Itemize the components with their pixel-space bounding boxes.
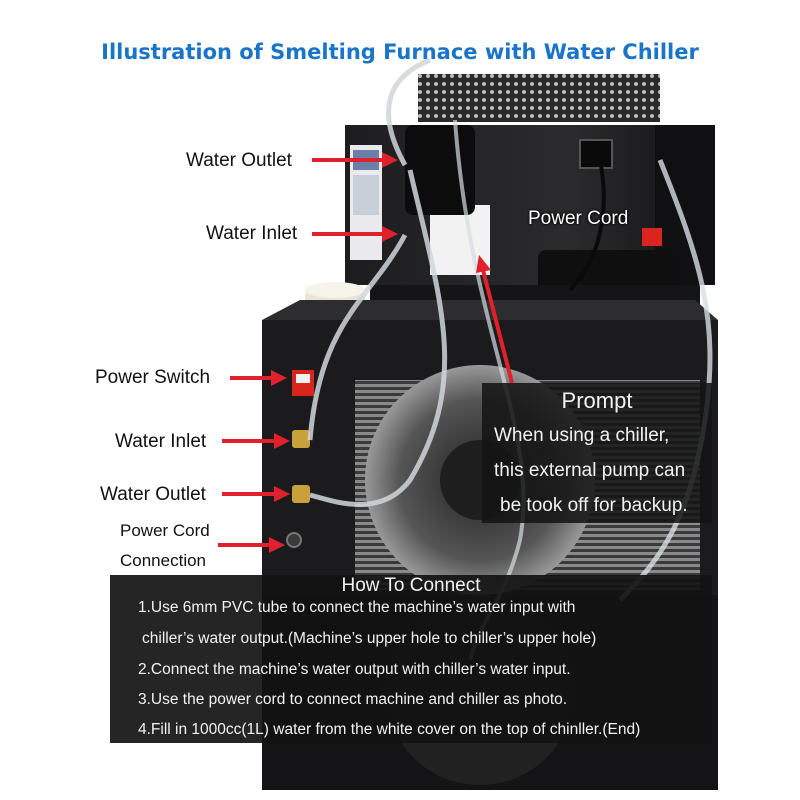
how-to-connect-box: How To Connect 1.Use 6mm PVC tube to con… [110, 575, 712, 743]
how-to-step-1-cont: chiller’s water output.(Machine’s upper … [142, 630, 597, 647]
furnace-body [345, 125, 715, 315]
label-lower-water-outlet: Water Outlet [100, 484, 206, 505]
arrow-lower-water-inlet [222, 433, 290, 449]
label-power-cord: Power Cord [528, 208, 629, 229]
how-to-step-1: 1.Use 6mm PVC tube to connect the machin… [138, 599, 576, 616]
how-to-step-2: 2.Connect the machine’s water output wit… [138, 661, 571, 678]
callout-arrows [218, 152, 514, 553]
arrow-upper-water-outlet [312, 152, 398, 168]
prompt-title: Prompt [561, 388, 633, 413]
label-power-cord-connection-line2: Connection [120, 551, 207, 570]
prompt-line-1: When using a chiller, [494, 425, 670, 446]
label-power-switch: Power Switch [95, 367, 211, 388]
arrow-power-switch [230, 370, 287, 386]
arrow-pump-prompt [476, 255, 514, 384]
label-upper-water-inlet: Water Inlet [206, 223, 298, 244]
how-to-connect-title: How To Connect [341, 575, 481, 596]
chiller-power-switch [292, 370, 314, 396]
arrow-lower-water-outlet [222, 486, 290, 502]
page-title: Illustration of Smelting Furnace with Wa… [101, 40, 699, 64]
prompt-line-2: this external pump can [494, 460, 686, 481]
how-to-step-3: 3.Use the power cord to connect machine … [138, 691, 568, 708]
label-lower-water-inlet: Water Inlet [115, 431, 207, 452]
arrow-upper-water-inlet [312, 226, 398, 242]
prompt-box: Prompt When using a chiller, this extern… [482, 383, 712, 523]
chiller-water-fittings [286, 430, 310, 548]
furnace-mesh-cylinder [418, 74, 660, 122]
label-upper-water-outlet: Water Outlet [186, 150, 292, 171]
how-to-step-4: 4.Fill in 1000cc(1L) water from the whit… [138, 721, 641, 738]
label-power-cord-connection-line1: Power Cord [120, 521, 210, 540]
prompt-line-3: be took off for backup. [500, 495, 688, 516]
arrow-power-cord-connection [218, 537, 285, 553]
